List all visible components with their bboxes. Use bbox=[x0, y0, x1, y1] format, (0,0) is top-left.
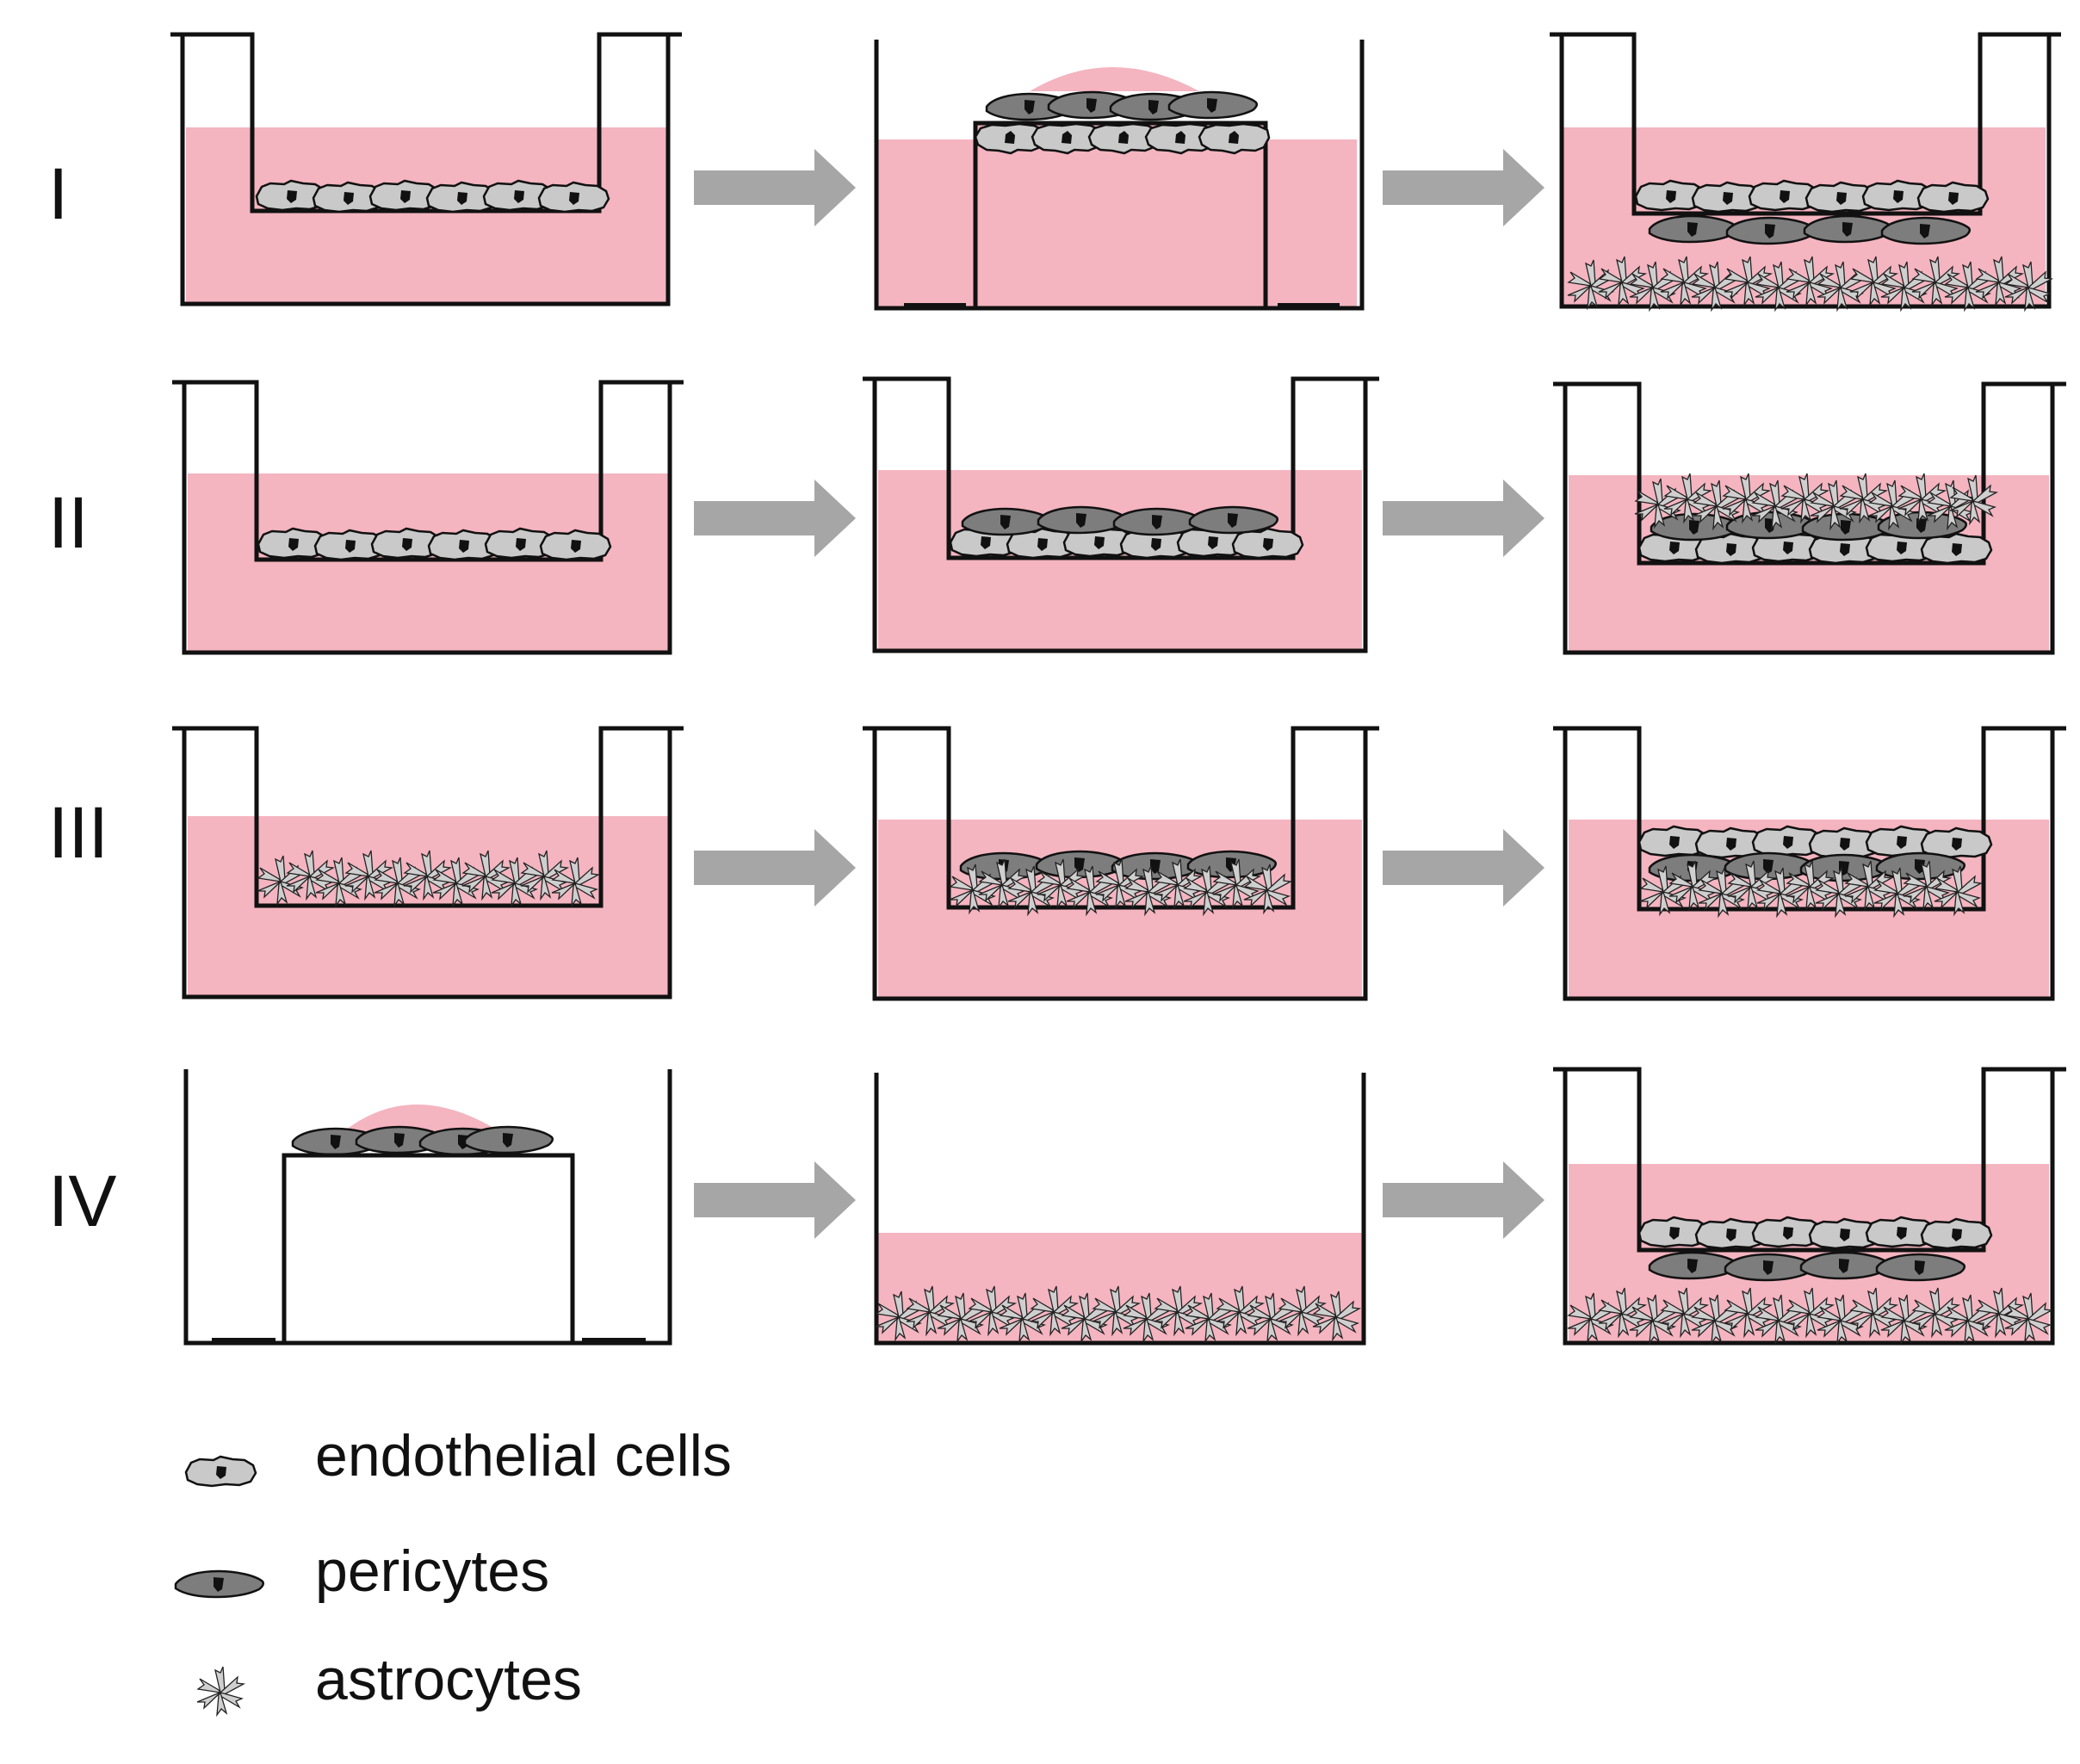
panel-IV-1 bbox=[183, 1069, 672, 1346]
transwell-insert bbox=[863, 726, 1379, 910]
legend-label-pericytes: pericytes bbox=[315, 1538, 549, 1604]
panel-II-3 bbox=[1553, 381, 2066, 655]
well bbox=[874, 40, 1365, 311]
endothelial-layer bbox=[255, 179, 610, 214]
well bbox=[872, 379, 1368, 653]
row-IV: IV bbox=[48, 1067, 2066, 1346]
panel-II-1 bbox=[172, 380, 684, 655]
well bbox=[183, 1069, 672, 1346]
transwell-insert bbox=[1553, 381, 2066, 566]
well bbox=[874, 1073, 1366, 1346]
transwell-insert bbox=[172, 380, 684, 562]
arrow bbox=[694, 480, 856, 557]
transwell-insert bbox=[1553, 1067, 2066, 1253]
endothelial-layer bbox=[1637, 1216, 1993, 1250]
row-I: I bbox=[48, 32, 2061, 311]
transwell-insert bbox=[863, 376, 1379, 560]
endothelial-layer bbox=[1634, 179, 1990, 214]
panel-I-3 bbox=[1550, 32, 2061, 311]
panel-I-1 bbox=[170, 32, 682, 306]
row-II: II bbox=[48, 376, 2066, 655]
medium-droplet bbox=[1030, 67, 1199, 91]
legend-label-astrocytes: astrocytes bbox=[315, 1647, 582, 1712]
transwell-insert bbox=[170, 32, 682, 214]
inverted-insert bbox=[282, 1153, 575, 1346]
row-label-II: II bbox=[48, 482, 89, 563]
arrow bbox=[694, 149, 856, 226]
arrow bbox=[1383, 829, 1545, 907]
pericyte-layer bbox=[291, 1125, 554, 1156]
well bbox=[182, 382, 672, 655]
arrow bbox=[1383, 149, 1545, 226]
legend-item-pericytes: pericytes bbox=[174, 1538, 549, 1604]
legend-label-endothelial: endothelial cells bbox=[315, 1423, 732, 1489]
endothelial-layer bbox=[974, 122, 1271, 155]
endothelial-cell-icon bbox=[184, 1455, 257, 1488]
well bbox=[180, 34, 671, 306]
astrocyte-icon bbox=[196, 1666, 245, 1716]
inverted-insert bbox=[973, 121, 1268, 311]
arrow bbox=[694, 1161, 856, 1239]
panel-III-1 bbox=[172, 726, 684, 1000]
pericyte-icon bbox=[174, 1569, 265, 1599]
legend-item-endothelial: endothelial cells bbox=[184, 1423, 732, 1489]
well bbox=[182, 728, 672, 1000]
panel-IV-2 bbox=[874, 1073, 1366, 1346]
panel-IV-3 bbox=[1553, 1067, 2066, 1346]
row-III: III bbox=[48, 726, 2066, 1001]
row-label-III: III bbox=[48, 792, 108, 873]
panel-I-2 bbox=[874, 40, 1365, 311]
transwell-insert bbox=[1550, 32, 2061, 216]
arrow bbox=[1383, 1161, 1545, 1239]
well bbox=[1563, 728, 2055, 1001]
row-label-IV: IV bbox=[48, 1161, 116, 1241]
endothelial-layer bbox=[257, 527, 612, 561]
well bbox=[872, 728, 1368, 1001]
arrow bbox=[694, 829, 856, 907]
transwell-insert bbox=[172, 726, 684, 908]
well bbox=[1563, 1069, 2055, 1346]
legend: endothelial cells pericytes astrocytes bbox=[174, 1423, 732, 1716]
transwell-insert bbox=[1553, 726, 2066, 912]
legend-item-astrocytes: astrocytes bbox=[196, 1647, 582, 1716]
well bbox=[1563, 384, 2055, 655]
panel-III-3 bbox=[1553, 726, 2066, 1001]
well bbox=[1559, 34, 2052, 309]
row-label-I: I bbox=[48, 153, 68, 234]
arrow bbox=[1383, 480, 1545, 557]
pericyte-layer bbox=[985, 90, 1259, 121]
panel-II-2 bbox=[863, 376, 1379, 653]
endothelial-layer bbox=[1637, 825, 1993, 859]
panel-III-2 bbox=[863, 726, 1379, 1001]
